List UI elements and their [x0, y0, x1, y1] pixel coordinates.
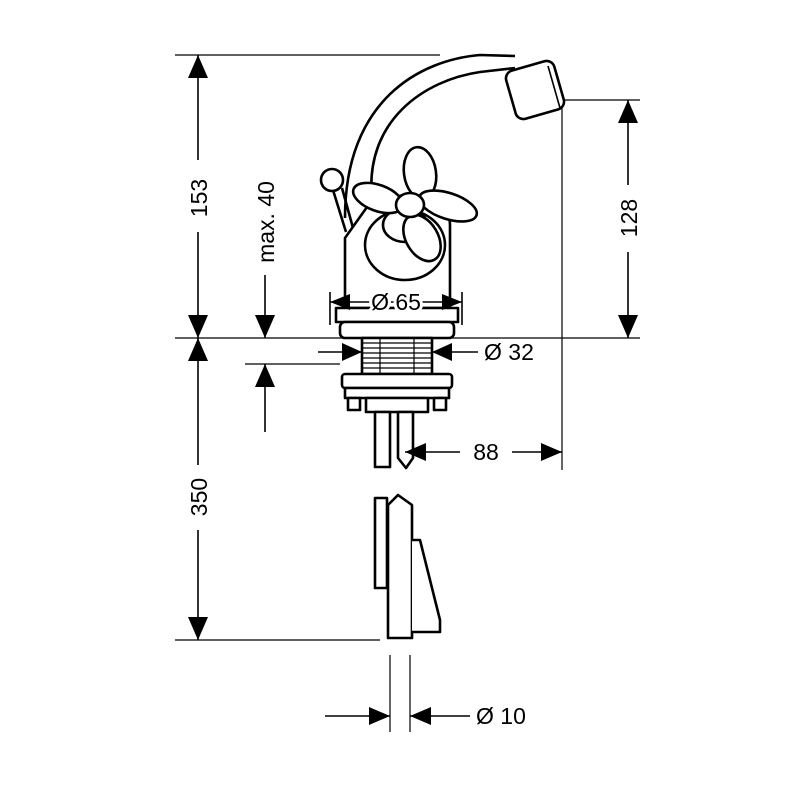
- dimension-height-128: [618, 100, 638, 338]
- dimension-height-153: [188, 55, 208, 338]
- label-reach-88: 88: [473, 439, 499, 465]
- dimension-length-350: [188, 338, 208, 640]
- label-length-350: 350: [186, 478, 212, 516]
- label-diameter-65: Ø 65: [371, 289, 421, 315]
- label-height-153: 153: [186, 179, 212, 217]
- extension-lines: [175, 54, 640, 732]
- dimension-diameter-65: [329, 292, 463, 325]
- dimension-max-40: [255, 275, 275, 432]
- label-max-40: max. 40: [253, 181, 279, 263]
- bidet-mixer-body: [319, 53, 566, 640]
- label-height-128: 128: [616, 199, 642, 237]
- shank-thread: [362, 338, 432, 374]
- dimension-diameter-32: [318, 343, 478, 361]
- label-diameter-10: Ø 10: [476, 703, 526, 729]
- dimension-reach-88: [405, 443, 562, 461]
- dimension-diameter-10: [325, 707, 470, 725]
- label-diameter-32: Ø 32: [484, 339, 534, 365]
